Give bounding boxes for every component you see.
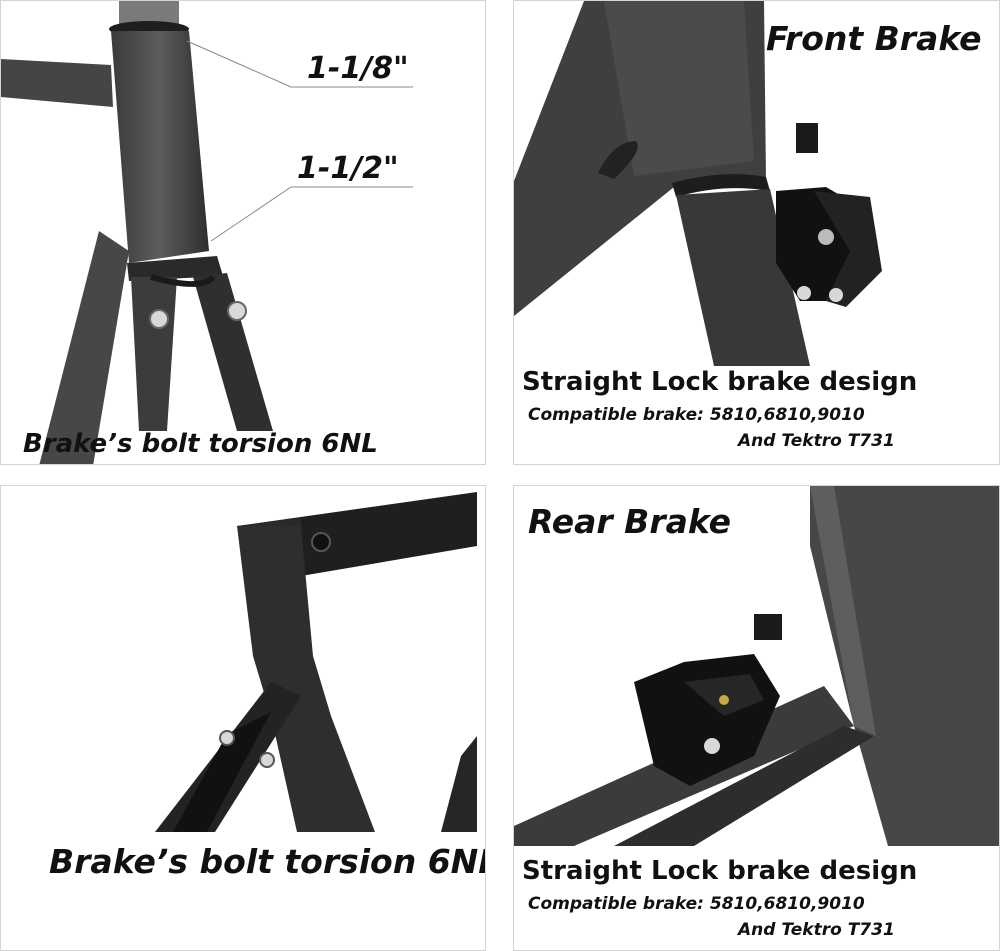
- seattube-photo: [155, 492, 477, 832]
- headtube-panel: 1-1/8" 1-1/2" Brake’s bolt torsion 6NL: [0, 0, 486, 465]
- front-brake-photo: [514, 1, 882, 366]
- rear-brake-title: Rear Brake: [528, 502, 732, 541]
- front-brake-panel: Front Brake Straight Lock brake design C…: [513, 0, 1000, 465]
- brake-bolt-icon: [259, 752, 275, 768]
- brake-bolt-icon: [149, 309, 169, 329]
- front-caliper-icon: [776, 123, 882, 307]
- rear-brake-panel: Rear Brake Straight Lock brake design Co…: [513, 485, 1000, 951]
- brake-bolt-icon: [219, 730, 235, 746]
- front-brake-compat: Compatible brake: 5810,6810,9010: [528, 405, 865, 425]
- headtube-bottom-size-label: 1-1/2": [297, 151, 399, 186]
- rear-brake-headline: Straight Lock brake design: [522, 856, 918, 886]
- seattube-panel: Brake’s bolt torsion 6NL: [0, 485, 486, 951]
- rear-brake-photo: [514, 486, 999, 846]
- rear-brake-compat: Compatible brake: 5810,6810,9010: [528, 894, 865, 914]
- headtube-photo: [1, 1, 413, 464]
- headtube-torque-caption: Brake’s bolt torsion 6NL: [23, 429, 378, 459]
- headtube-top-size-label: 1-1/8": [307, 51, 409, 86]
- front-brake-compat-2: And Tektro T731: [738, 431, 895, 451]
- front-brake-title: Front Brake: [766, 19, 982, 58]
- seattube-torque-caption: Brake’s bolt torsion 6NL: [49, 842, 486, 881]
- rear-caliper-icon: [634, 614, 782, 786]
- brake-bolt-icon: [227, 301, 247, 321]
- rear-brake-compat-2: And Tektro T731: [738, 920, 895, 940]
- front-brake-headline: Straight Lock brake design: [522, 367, 918, 397]
